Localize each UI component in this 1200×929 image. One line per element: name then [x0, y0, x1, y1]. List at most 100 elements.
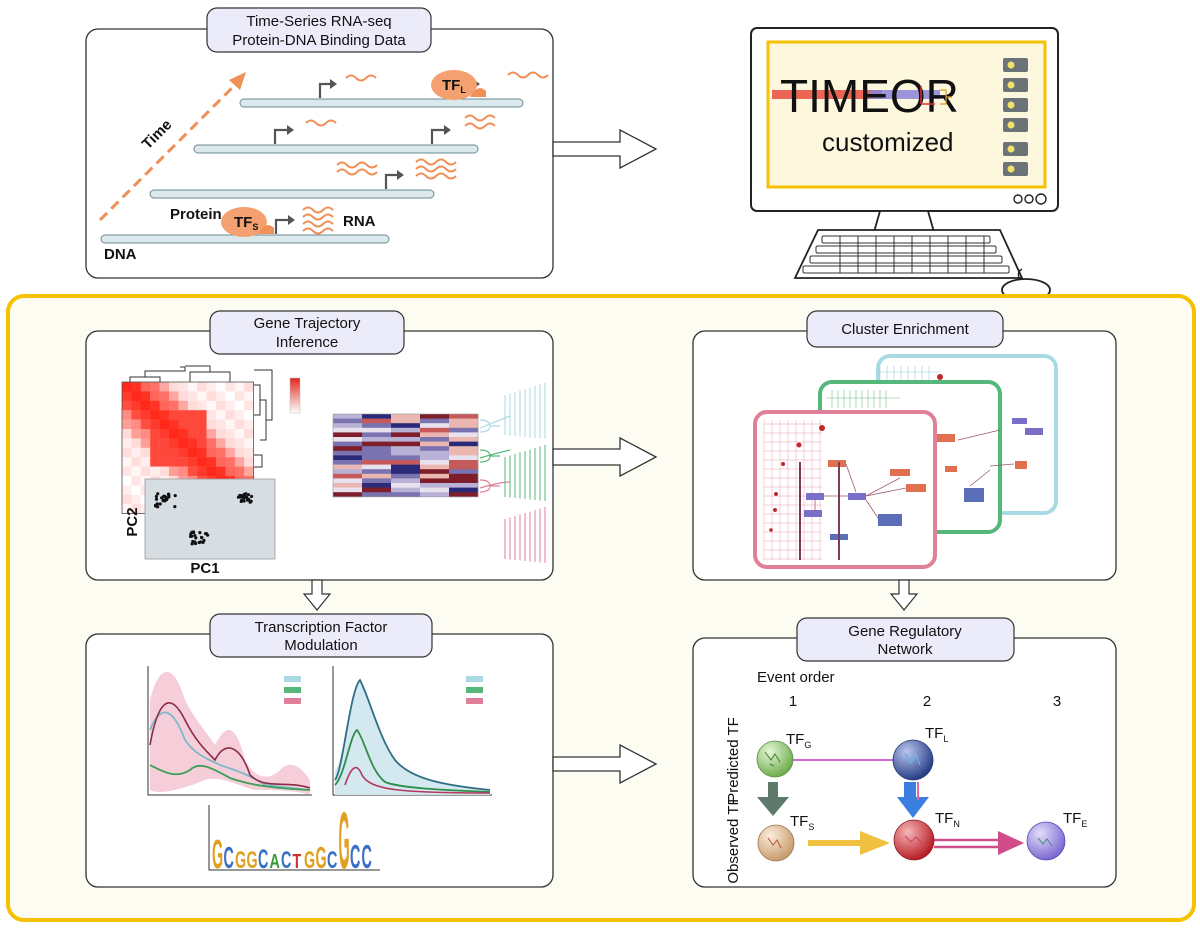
- heatmap-cell: [140, 400, 151, 411]
- heatmap-cell: [216, 429, 226, 439]
- heatmap-cell: [197, 466, 207, 477]
- tf-title-box: [209, 613, 433, 658]
- arrow-to-grn: [552, 743, 658, 785]
- heatmap-cell: [225, 466, 235, 477]
- expression-cell: [449, 487, 479, 493]
- heatmap-cell: [131, 382, 141, 392]
- heatmap-cell: [206, 419, 217, 430]
- heatmap-cell: [197, 419, 207, 430]
- heatmap-cell: [187, 447, 198, 458]
- tf-title-line2: Modulation: [284, 637, 357, 654]
- expression-cell: [420, 473, 450, 479]
- predicted-tf-axis-label: Predicted TF: [725, 717, 742, 803]
- pca-point: [236, 495, 241, 499]
- heatmap-cell: [187, 419, 198, 430]
- cluster-title: Cluster Enrichment: [841, 321, 969, 338]
- heatmap-cell: [178, 419, 188, 430]
- tf-s-binding-domain: [258, 225, 274, 234]
- pca-point: [193, 540, 197, 544]
- expression-cell: [420, 469, 450, 475]
- expression-cell: [362, 478, 392, 484]
- dna-strand-4: [239, 98, 524, 108]
- expression-cell: [449, 437, 479, 442]
- heatmap-cell: [178, 466, 188, 477]
- expression-cell: [420, 446, 450, 452]
- heatmap-cell: [159, 410, 170, 420]
- heatmap-cell: [131, 391, 141, 401]
- pca-point: [244, 492, 248, 496]
- heatmap-cell: [187, 391, 198, 401]
- expression-cell: [420, 418, 450, 424]
- heatmap-cell: [234, 400, 245, 411]
- heatmap-cell: [244, 438, 254, 448]
- expression-cell: [449, 441, 479, 447]
- heatmap-cell: [140, 419, 151, 430]
- heatmap-cell: [131, 504, 141, 514]
- mouse-cable: [1017, 268, 1023, 280]
- heatmap-cell: [131, 410, 141, 420]
- keyboard-key-dividers: [839, 236, 985, 273]
- heatmap-cell: [244, 419, 254, 430]
- pca-point: [249, 499, 253, 503]
- heatmap-cell: [169, 391, 179, 401]
- motif-letter: G: [235, 847, 246, 874]
- heatmap-cell: [169, 419, 179, 430]
- heatmap-cell: [169, 457, 179, 467]
- expression-cell: [420, 441, 450, 447]
- pca-point: [246, 493, 251, 497]
- expression-cell: [391, 427, 421, 433]
- heatmap-cell: [225, 438, 235, 448]
- heatmap-cell: [140, 382, 151, 392]
- expression-cell: [333, 487, 363, 493]
- event-number-2: 2: [923, 693, 931, 710]
- tf-l-label: TFL: [442, 77, 466, 95]
- motif-letter: G: [339, 796, 350, 887]
- heatmap-cell: [244, 457, 254, 467]
- svg-text:TFE: TFE: [1063, 810, 1087, 829]
- heatmap-cell: [150, 429, 160, 439]
- heatmap-cell: [131, 494, 141, 505]
- expression-cell: [420, 427, 450, 433]
- profile-left-pink-band: [150, 671, 310, 795]
- input-title-line1: Time-Series RNA-seq: [246, 13, 391, 30]
- heatmap-cell: [187, 429, 198, 439]
- node-tf-g: TFG: [756, 731, 811, 778]
- expression-cell: [391, 478, 421, 484]
- expression-cell: [362, 414, 392, 419]
- expression-cell: [449, 446, 479, 452]
- heatmap-cell: [122, 485, 132, 495]
- heatmap-cell: [159, 391, 170, 401]
- heatmap-cell: [197, 382, 207, 392]
- profile-right-pink-line: [344, 766, 491, 794]
- heatmap-cell: [150, 419, 160, 430]
- expression-cell: [391, 473, 421, 479]
- expression-cell: [420, 423, 450, 429]
- logo-dendrogram-icon: [940, 89, 952, 105]
- profile-right-legend-green: [466, 687, 483, 693]
- pca-point: [199, 540, 203, 544]
- expression-cell: [362, 423, 392, 429]
- heatmap-cell: [216, 457, 226, 467]
- heatmap-cell: [122, 494, 132, 505]
- computer-illustration: TIMEOR customized: [750, 27, 1059, 302]
- heatmap-cell: [122, 391, 132, 401]
- motif-letter: C: [224, 841, 234, 876]
- dna-label: DNA: [104, 246, 137, 263]
- expression-cell: [362, 473, 392, 479]
- arrow-trajectory-to-tf: [302, 579, 332, 611]
- cluster-brackets: [479, 415, 511, 493]
- expression-cell: [362, 469, 392, 475]
- expression-cell: [449, 460, 479, 465]
- heatmap-cell: [234, 438, 245, 448]
- gene-trajectory-panel: Gene Trajectory Inference PC1 PC2: [85, 310, 554, 581]
- trajectory-title-line2: Inference: [276, 334, 339, 351]
- tf-title-line1: Transcription Factor: [255, 619, 388, 636]
- expression-cell: [333, 455, 363, 461]
- profile-left-legend-green: [284, 687, 301, 693]
- pca-point: [167, 495, 171, 499]
- heatmap-cell: [225, 429, 235, 439]
- pca-point: [156, 492, 160, 496]
- expression-cell: [391, 437, 421, 442]
- rna-transcripts: [302, 71, 549, 235]
- heatmap-cell: [197, 400, 207, 411]
